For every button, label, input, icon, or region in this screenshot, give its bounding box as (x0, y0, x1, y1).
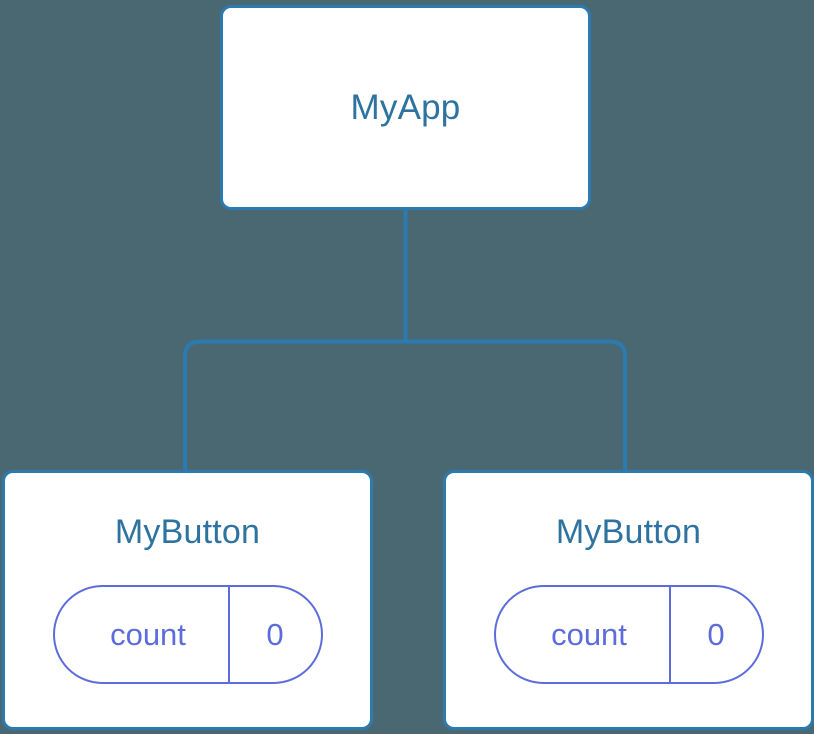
state-pill[interactable]: count 0 (52, 585, 323, 684)
state-value: 0 (668, 587, 762, 682)
node-title: MyButton (555, 513, 702, 551)
tree-node-myapp[interactable]: MyApp (220, 5, 591, 210)
tree-node-mybutton-0[interactable]: MyButton count 0 (2, 470, 373, 730)
state-key: count (110, 616, 186, 652)
node-title: MyApp (350, 87, 461, 127)
state-value: 0 (227, 587, 321, 682)
state-pill[interactable]: count 0 (493, 585, 764, 684)
edge-root-to-child-0 (183, 339, 406, 472)
node-title: MyButton (114, 513, 261, 551)
state-key: count (551, 616, 627, 652)
edge-root-to-child-1 (405, 339, 627, 472)
tree-node-mybutton-1[interactable]: MyButton count 0 (443, 470, 814, 730)
